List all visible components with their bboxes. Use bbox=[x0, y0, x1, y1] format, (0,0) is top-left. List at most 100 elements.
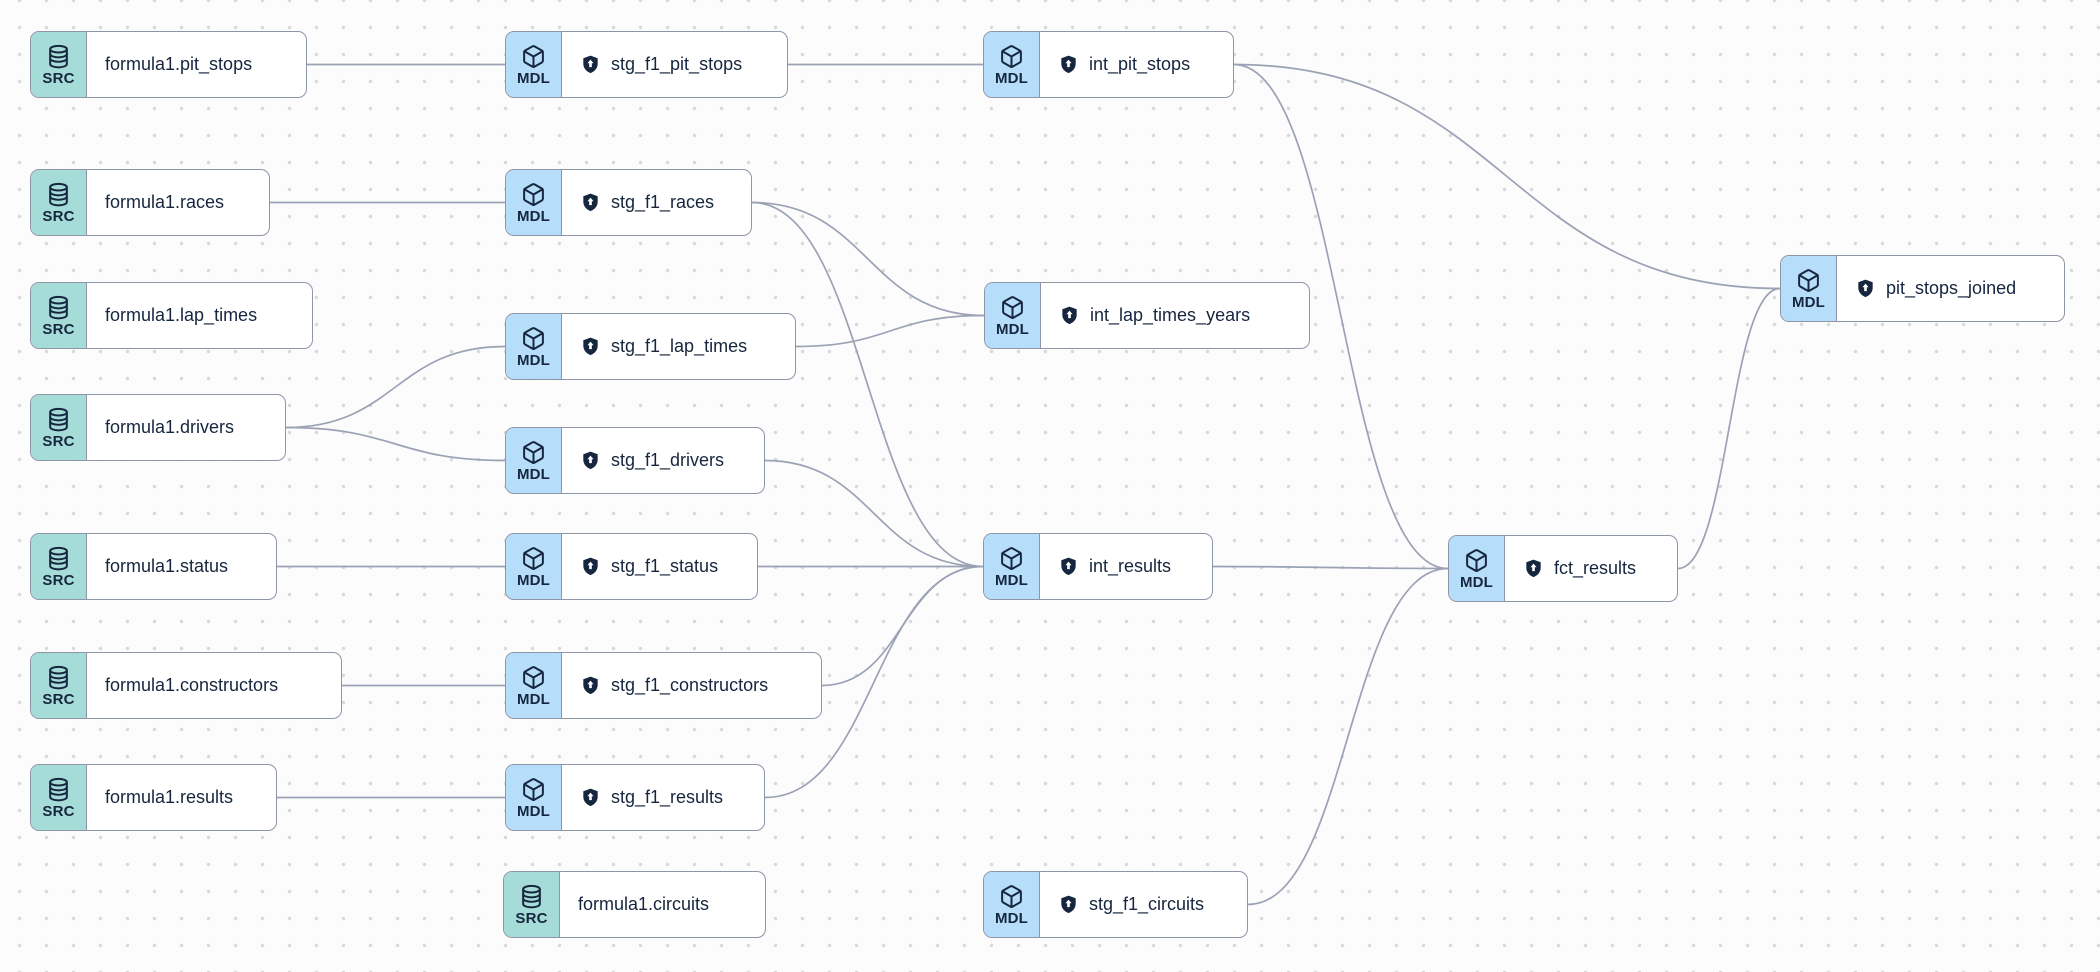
node-type-badge: MDL bbox=[506, 765, 562, 830]
node-body: formula1.pit_stops bbox=[87, 32, 306, 97]
node-type-badge: MDL bbox=[506, 32, 562, 97]
node-stg-f1-constructors[interactable]: MDL stg_f1_constructors bbox=[505, 652, 822, 719]
node-int-results[interactable]: MDL int_results bbox=[983, 533, 1213, 600]
node-label: int_lap_times_years bbox=[1090, 305, 1251, 325]
node-body: int_results bbox=[1040, 534, 1212, 599]
node-label: stg_f1_pit_stops bbox=[611, 54, 743, 74]
node-label: int_results bbox=[1089, 556, 1172, 576]
node-type-label: SRC bbox=[515, 909, 548, 927]
node-type-label: MDL bbox=[516, 351, 551, 369]
node-type-label: MDL bbox=[995, 320, 1030, 338]
edge-stg-f1-constructors--int-results bbox=[821, 565, 984, 687]
node-type-label: MDL bbox=[1459, 573, 1494, 591]
cube-icon bbox=[521, 326, 546, 351]
node-type-badge: MDL bbox=[984, 32, 1040, 97]
node-int-pit-stops[interactable]: MDL int_pit_stops bbox=[983, 31, 1234, 98]
node-formula1-results[interactable]: SRC formula1.results bbox=[30, 764, 277, 831]
node-int-lap-times-years[interactable]: MDL int_lap_times_years bbox=[984, 282, 1310, 349]
node-label: stg_f1_races bbox=[611, 192, 715, 212]
shield-icon bbox=[1059, 305, 1080, 326]
node-body: stg_f1_status bbox=[562, 534, 757, 599]
node-body: stg_f1_circuits bbox=[1040, 872, 1247, 937]
node-label: formula1.races bbox=[105, 192, 225, 212]
cube-icon bbox=[521, 44, 546, 69]
node-label: formula1.drivers bbox=[105, 417, 235, 437]
node-stg-f1-lap-times[interactable]: MDL stg_f1_lap_times bbox=[505, 313, 796, 380]
node-body: stg_f1_races bbox=[562, 170, 751, 235]
shield-icon bbox=[1058, 54, 1079, 75]
node-type-label: MDL bbox=[516, 465, 551, 483]
node-body: stg_f1_constructors bbox=[562, 653, 821, 718]
node-type-badge: MDL bbox=[506, 170, 562, 235]
database-icon bbox=[46, 44, 71, 69]
edge-stg-f1-drivers--int-results bbox=[764, 459, 984, 568]
cube-icon bbox=[1796, 268, 1821, 293]
node-body: formula1.circuits bbox=[560, 872, 765, 937]
node-type-label: SRC bbox=[42, 432, 75, 450]
shield-icon bbox=[580, 787, 601, 808]
node-body: int_pit_stops bbox=[1040, 32, 1233, 97]
node-stg-f1-results[interactable]: MDL stg_f1_results bbox=[505, 764, 765, 831]
node-type-badge: MDL bbox=[506, 314, 562, 379]
node-label: stg_f1_drivers bbox=[611, 450, 725, 470]
cube-icon bbox=[521, 182, 546, 207]
database-icon bbox=[46, 407, 71, 432]
node-formula1-pit-stops[interactable]: SRC formula1.pit_stops bbox=[30, 31, 307, 98]
node-body: pit_stops_joined bbox=[1837, 256, 2064, 321]
node-formula1-drivers[interactable]: SRC formula1.drivers bbox=[30, 394, 286, 461]
edge-stg-f1-circuits--fct-results bbox=[1247, 567, 1449, 906]
node-stg-f1-pit-stops[interactable]: MDL stg_f1_pit_stops bbox=[505, 31, 788, 98]
node-type-label: SRC bbox=[42, 802, 75, 820]
node-body: formula1.races bbox=[87, 170, 269, 235]
node-body: formula1.results bbox=[87, 765, 276, 830]
shield-icon bbox=[1855, 278, 1876, 299]
shield-icon bbox=[580, 336, 601, 357]
edge-stg-f1-races--int-lap-times-years bbox=[751, 201, 985, 317]
node-type-badge: MDL bbox=[1449, 536, 1505, 601]
cube-icon bbox=[1464, 548, 1489, 573]
edge-stg-f1-lap-times--int-lap-times-years bbox=[795, 314, 985, 348]
node-type-label: SRC bbox=[42, 69, 75, 87]
node-body: stg_f1_results bbox=[562, 765, 764, 830]
node-stg-f1-circuits[interactable]: MDL stg_f1_circuits bbox=[983, 871, 1248, 938]
node-body: int_lap_times_years bbox=[1041, 283, 1309, 348]
node-type-label: MDL bbox=[516, 207, 551, 225]
node-formula1-circuits[interactable]: SRC formula1.circuits bbox=[503, 871, 766, 938]
node-body: stg_f1_drivers bbox=[562, 428, 764, 493]
node-label: stg_f1_lap_times bbox=[611, 336, 748, 356]
node-stg-f1-status[interactable]: MDL stg_f1_status bbox=[505, 533, 758, 600]
node-type-label: MDL bbox=[994, 571, 1029, 589]
node-type-label: MDL bbox=[516, 571, 551, 589]
node-type-badge: MDL bbox=[985, 283, 1041, 348]
node-stg-f1-races[interactable]: MDL stg_f1_races bbox=[505, 169, 752, 236]
node-body: formula1.status bbox=[87, 534, 276, 599]
node-formula1-status[interactable]: SRC formula1.status bbox=[30, 533, 277, 600]
cube-icon bbox=[521, 665, 546, 690]
node-label: formula1.constructors bbox=[105, 675, 279, 695]
database-icon bbox=[46, 182, 71, 207]
node-body: formula1.constructors bbox=[87, 653, 341, 718]
node-type-label: MDL bbox=[516, 690, 551, 708]
shield-icon bbox=[1523, 558, 1544, 579]
cube-icon bbox=[999, 44, 1024, 69]
node-type-badge: SRC bbox=[31, 32, 87, 97]
node-formula1-constructors[interactable]: SRC formula1.constructors bbox=[30, 652, 342, 719]
shield-icon bbox=[580, 675, 601, 696]
node-pit-stops-joined[interactable]: MDL pit_stops_joined bbox=[1780, 255, 2065, 322]
node-stg-f1-drivers[interactable]: MDL stg_f1_drivers bbox=[505, 427, 765, 494]
shield-icon bbox=[580, 556, 601, 577]
node-type-label: MDL bbox=[516, 802, 551, 820]
node-fct-results[interactable]: MDL fct_results bbox=[1448, 535, 1678, 602]
node-type-label: SRC bbox=[42, 690, 75, 708]
cube-icon bbox=[521, 440, 546, 465]
node-label: stg_f1_constructors bbox=[611, 675, 769, 695]
node-formula1-races[interactable]: SRC formula1.races bbox=[30, 169, 270, 236]
node-body: formula1.drivers bbox=[87, 395, 285, 460]
shield-icon bbox=[580, 192, 601, 213]
node-formula1-lap-times[interactable]: SRC formula1.lap_times bbox=[30, 282, 313, 349]
node-type-label: MDL bbox=[516, 69, 551, 87]
cube-icon bbox=[1000, 295, 1025, 320]
node-label: stg_f1_circuits bbox=[1089, 894, 1205, 914]
node-label: int_pit_stops bbox=[1089, 54, 1191, 74]
